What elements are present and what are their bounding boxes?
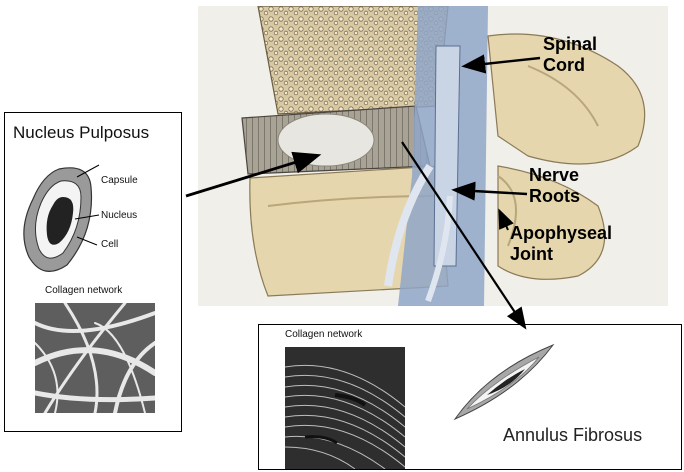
apophyseal-joint-label: Apophyseal Joint (510, 223, 612, 265)
annulus-fibrosus-title: Annulus Fibrosus (503, 425, 642, 446)
nucleus-pulposus-panel: Nucleus Pulposus Capsule Nucleus Cell Co… (4, 112, 182, 432)
apophyseal-joint-label-line1: Apophyseal (510, 223, 612, 244)
nucleus-collagen-micrograph (35, 303, 155, 413)
apophyseal-joint-label-line2: Joint (510, 244, 612, 265)
capsule-label: Capsule (101, 175, 138, 186)
disc-nucleus (278, 114, 374, 166)
spinal-cord-label-line2: Cord (543, 55, 597, 76)
spinal-cord-label-line1: Spinal (543, 34, 597, 55)
nerve-roots-label-line2: Roots (529, 186, 580, 207)
nerve-roots-label: Nerve Roots (529, 165, 580, 207)
spinal-cord-label: Spinal Cord (543, 34, 597, 76)
annulus-cell-diagram (449, 341, 559, 425)
annulus-fibrosus-panel: Collagen network Annulus Fibrosus (258, 324, 682, 470)
nucleus-pulposus-title: Nucleus Pulposus (13, 123, 149, 143)
nucleus-label: Nucleus (101, 210, 137, 221)
nucleus-collagen-caption: Collagen network (45, 285, 122, 296)
nerve-roots-label-line1: Nerve (529, 165, 580, 186)
nucleus-cell-diagram (19, 161, 169, 281)
annulus-collagen-micrograph (285, 347, 405, 469)
cell-label: Cell (101, 239, 118, 250)
annulus-collagen-caption: Collagen network (285, 329, 362, 340)
